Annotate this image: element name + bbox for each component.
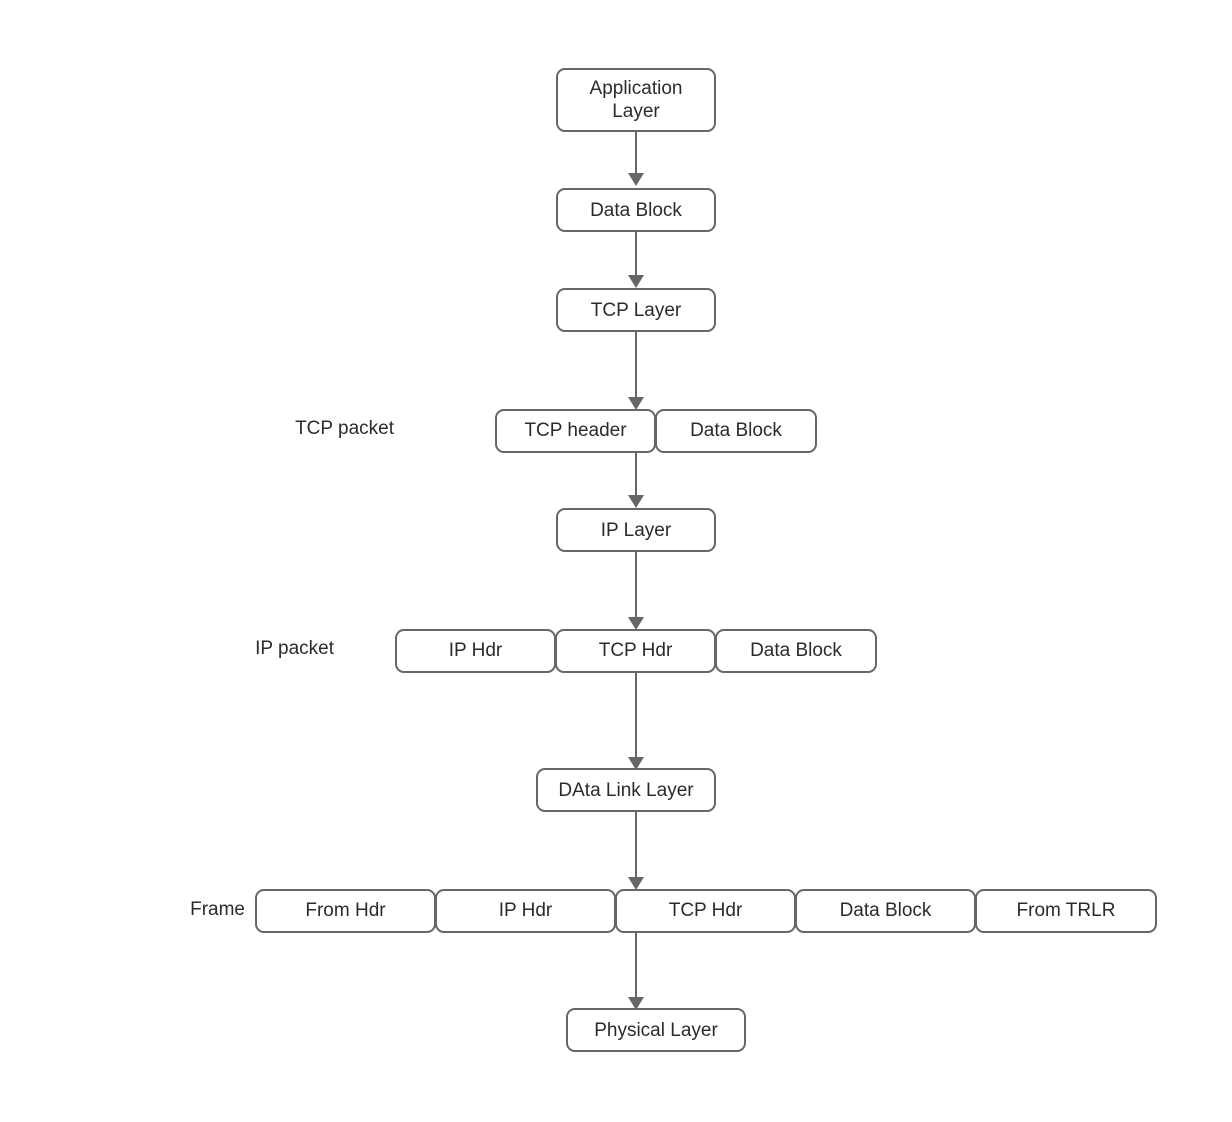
caption-tcp-packet: TCP packet: [295, 418, 394, 439]
segment-ip-hdr[interactable]: IP Hdr: [435, 889, 616, 933]
connector-application-to-data-block: [628, 130, 644, 186]
node-application-layer[interactable]: Application Layer: [556, 68, 716, 132]
node-ip-layer[interactable]: IP Layer: [556, 508, 716, 552]
packet-row-ip-packet: IP Hdr TCP Hdr Data Block: [395, 629, 877, 673]
connector-ip-layer-to-ip-packet: [628, 552, 644, 630]
packet-row-frame: From Hdr IP Hdr TCP Hdr Data Block From …: [255, 889, 1157, 933]
caption-ip-packet: IP packet: [255, 638, 334, 659]
packet-row-tcp-packet: TCP header Data Block: [495, 409, 817, 453]
node-physical-layer[interactable]: Physical Layer: [566, 1008, 746, 1052]
node-tcp-layer[interactable]: TCP Layer: [556, 288, 716, 332]
segment-data-block[interactable]: Data Block: [715, 629, 877, 673]
connector-tcp-packet-to-ip-layer: [628, 452, 644, 508]
segment-data-block[interactable]: Data Block: [795, 889, 976, 933]
caption-frame: Frame: [190, 899, 245, 920]
segment-from-trlr[interactable]: From TRLR: [975, 889, 1157, 933]
segment-data-block[interactable]: Data Block: [655, 409, 817, 453]
connector-data-link-layer-to-frame: [628, 812, 644, 890]
connector-data-block-to-tcp-layer: [628, 232, 644, 288]
node-data-link-layer[interactable]: DAta Link Layer: [536, 768, 716, 812]
segment-ip-hdr[interactable]: IP Hdr: [395, 629, 556, 673]
connector-frame-to-physical-layer: [628, 932, 644, 1010]
node-data-block[interactable]: Data Block: [556, 188, 716, 232]
segment-tcp-hdr[interactable]: TCP Hdr: [555, 629, 716, 673]
connector-tcp-layer-to-tcp-packet: [628, 332, 644, 410]
connector-ip-packet-to-data-link-layer: [628, 672, 644, 770]
segment-tcp-hdr[interactable]: TCP Hdr: [615, 889, 796, 933]
segment-tcp-header[interactable]: TCP header: [495, 409, 656, 453]
segment-from-hdr[interactable]: From Hdr: [255, 889, 436, 933]
